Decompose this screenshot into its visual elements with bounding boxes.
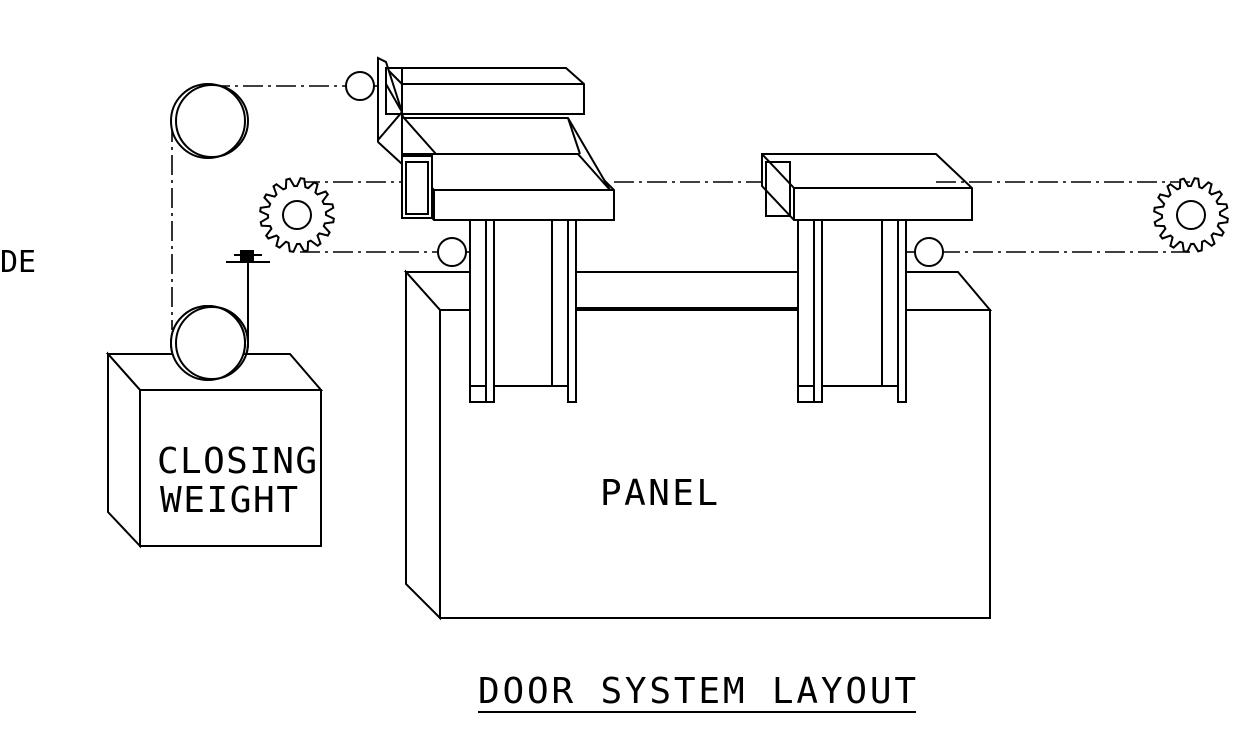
- guide-roller-top: [345, 71, 375, 101]
- lower-pulley-front: [170, 305, 249, 381]
- right-carriage: [761, 153, 973, 221]
- cross-beam: [575, 271, 799, 309]
- guide-roller-right: [914, 237, 944, 267]
- cut-off-label: DE: [0, 245, 36, 280]
- sprocket-teeth: [259, 177, 335, 253]
- diagram-title: DOOR SYSTEM LAYOUT: [478, 671, 916, 712]
- sprocket-hub: [282, 200, 312, 230]
- left-sprocket: [259, 177, 335, 253]
- right-sprocket: [1153, 177, 1229, 253]
- stop-bracket: [226, 250, 270, 263]
- panel-label: PANEL: [600, 473, 718, 514]
- left-carriage: [377, 56, 615, 221]
- closing-weight-label-line1: CLOSING: [157, 441, 317, 482]
- upper-pulley: [170, 83, 249, 159]
- guide-roller-left: [437, 237, 467, 267]
- sprocket-hub: [1176, 200, 1206, 230]
- sprocket-teeth: [1153, 177, 1229, 253]
- closing-weight-label-line2: WEIGHT: [160, 480, 298, 521]
- left-carriage-columns: [469, 219, 577, 403]
- right-carriage-columns: [797, 219, 907, 403]
